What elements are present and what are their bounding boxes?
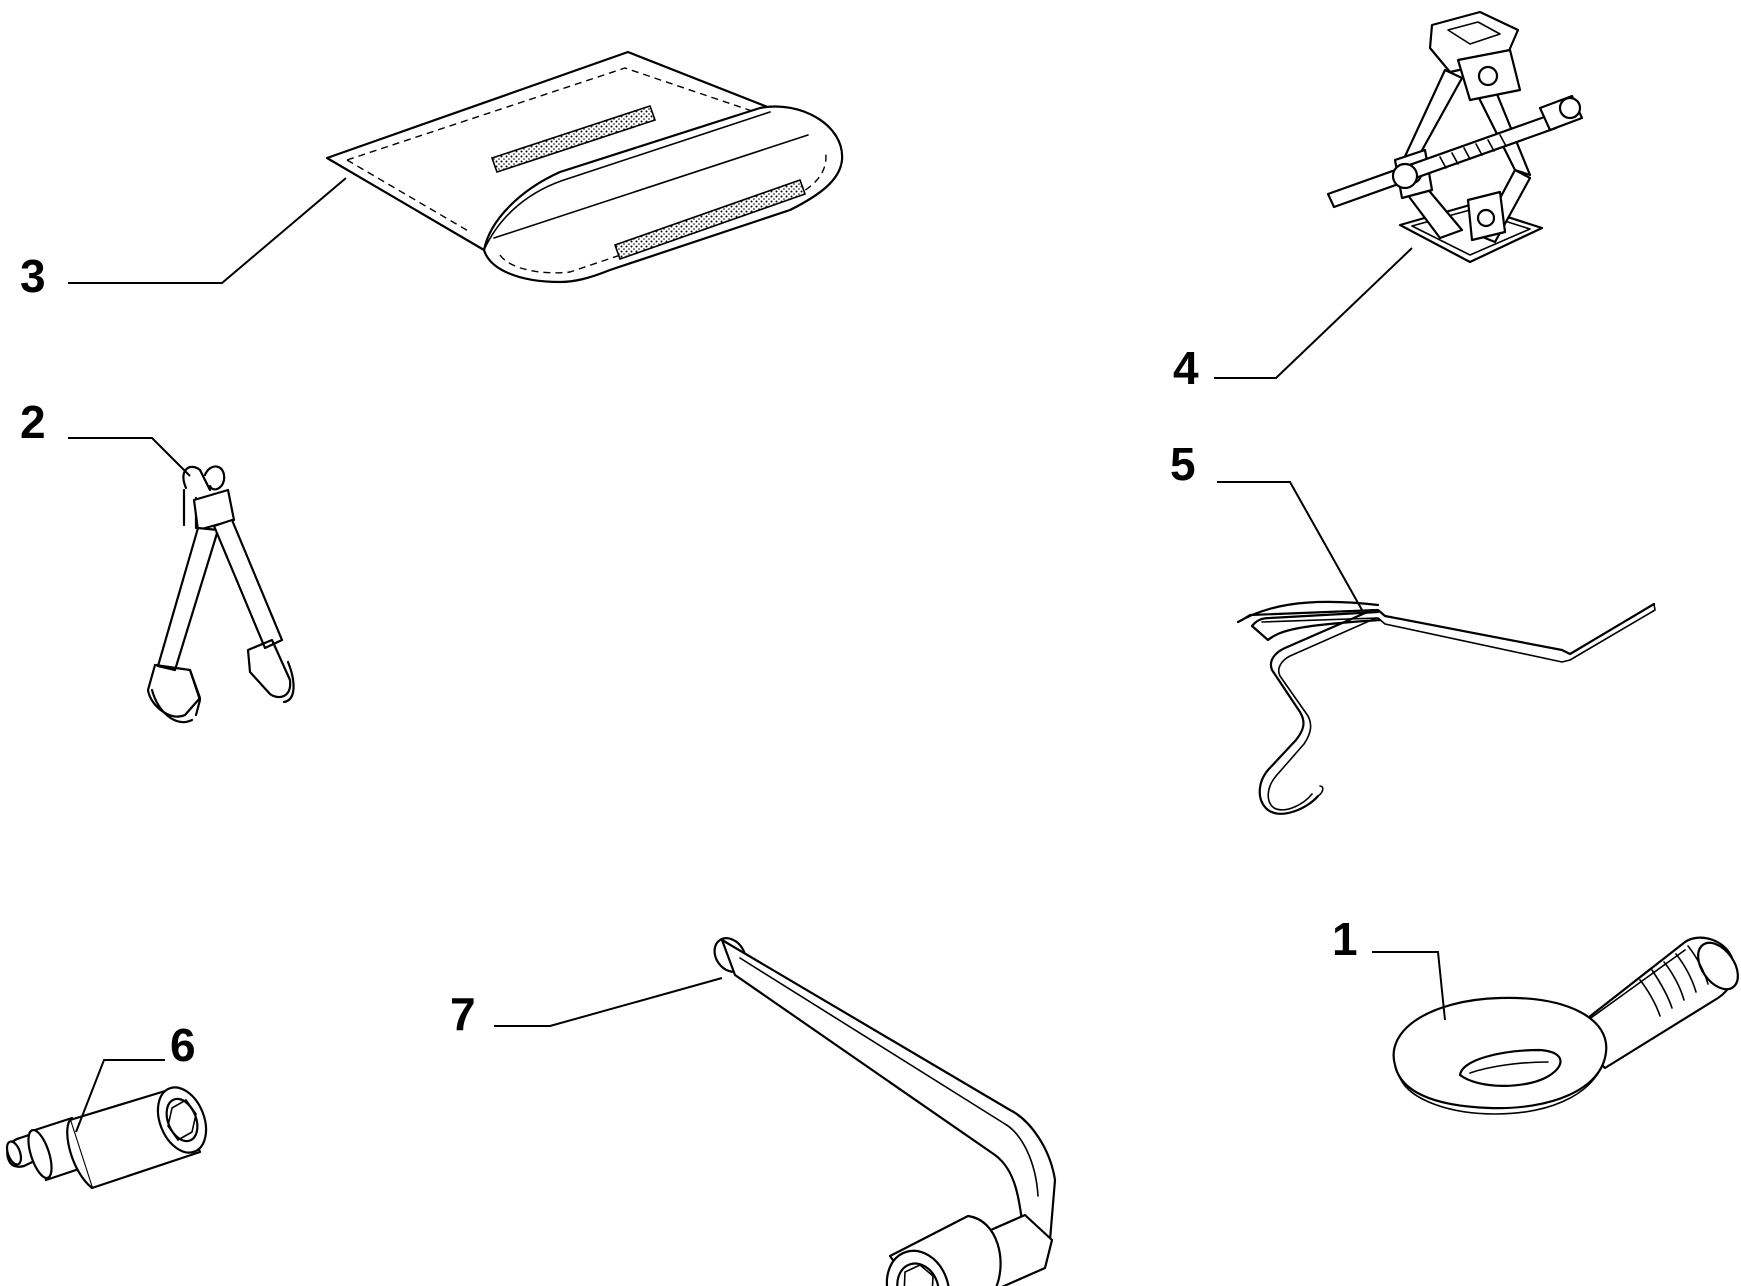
leader-line-5 [1217,481,1363,611]
wheel-wrench-icon [713,937,1057,1286]
leader-line-2 [68,437,191,477]
callout-5: 5 [1170,438,1196,490]
callout-7: 7 [450,988,476,1040]
leader-line-7 [494,977,723,1027]
leader-line-6 [75,1059,165,1133]
scissor-jack-icon [1326,10,1584,264]
leader-line-4 [1214,247,1413,379]
jack-crank-hook-icon [1236,600,1656,815]
callout-6: 6 [170,1019,196,1071]
callout-4: 4 [1173,342,1199,394]
socket-adapter-icon [5,1086,208,1190]
hook-clip-icon [146,465,295,724]
callout-1: 1 [1332,913,1358,965]
leader-line-1 [1372,951,1446,1021]
leader-lines [68,177,1446,1133]
callout-3: 3 [20,250,46,302]
callout-2: 2 [20,396,46,448]
tool-bag-icon [325,50,844,284]
towing-eye-icon [1392,936,1739,1115]
leader-line-3 [68,177,347,284]
